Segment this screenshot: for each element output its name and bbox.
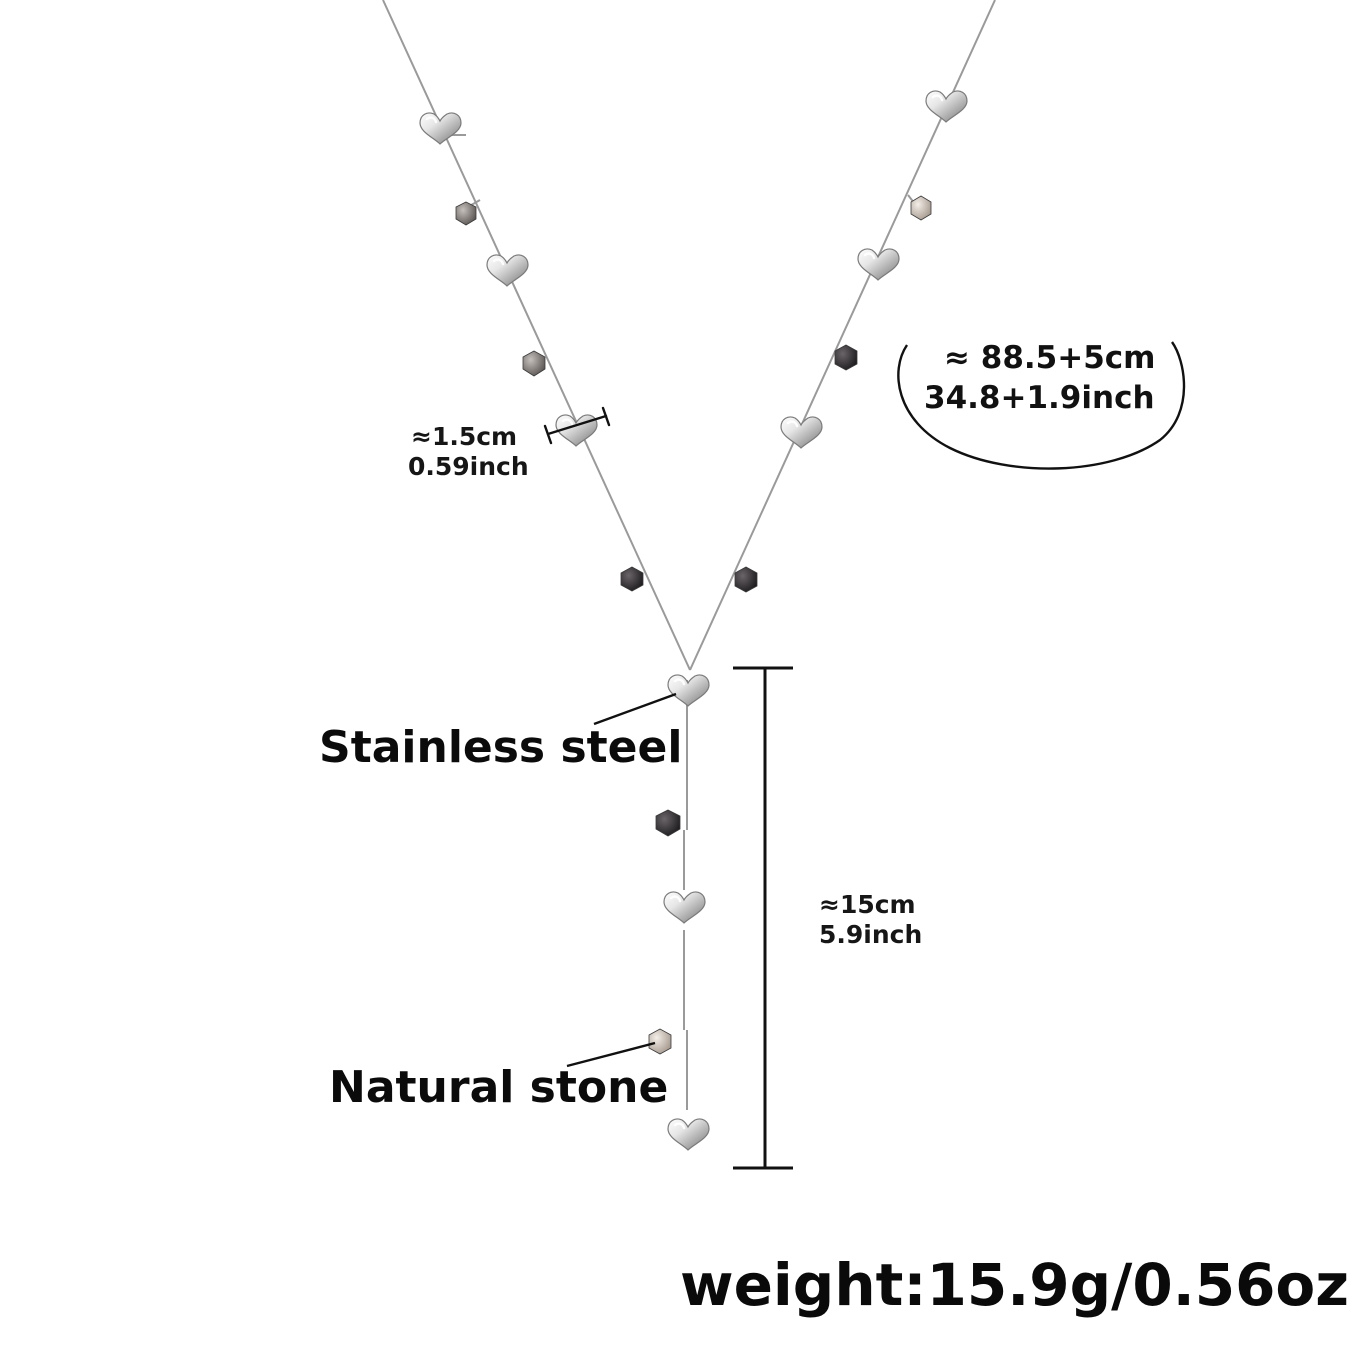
stone-bead xyxy=(620,566,644,592)
stone-bead xyxy=(834,344,858,371)
stone-bead xyxy=(648,1028,672,1055)
heart-charm xyxy=(666,673,711,708)
stones xyxy=(455,195,932,1055)
total-length-inch: 34.8+1.9inch xyxy=(924,380,1155,416)
length-ellipse xyxy=(897,341,1186,470)
total-length-cm: ≈ 88.5+5cm xyxy=(944,340,1156,376)
drop-length-cm: ≈15cm xyxy=(819,890,916,919)
stone-bead xyxy=(522,350,546,377)
stone-bead xyxy=(910,195,932,221)
stone-bead xyxy=(734,566,758,593)
weight-label: weight:15.9g/0.56oz xyxy=(680,1251,1350,1319)
stone-bead xyxy=(455,201,477,226)
heart-width-inch: 0.59inch xyxy=(408,452,529,481)
heart-charm xyxy=(485,253,530,288)
material-metal-label: Stainless steel xyxy=(319,722,683,773)
drop-length-marker xyxy=(733,666,793,1170)
leader-lines xyxy=(566,692,677,1068)
heart-charm xyxy=(666,1117,711,1152)
heart-width-marker xyxy=(543,406,611,445)
heart-charm xyxy=(924,89,969,124)
heart-charm xyxy=(779,415,824,450)
stone-bead xyxy=(655,809,681,837)
material-stone-label: Natural stone xyxy=(329,1062,669,1113)
hearts xyxy=(418,89,969,1152)
heart-width-cm: ≈1.5cm xyxy=(411,422,518,451)
heart-charm xyxy=(662,890,707,925)
heart-charm xyxy=(418,111,463,146)
drop-length-inch: 5.9inch xyxy=(819,920,923,949)
